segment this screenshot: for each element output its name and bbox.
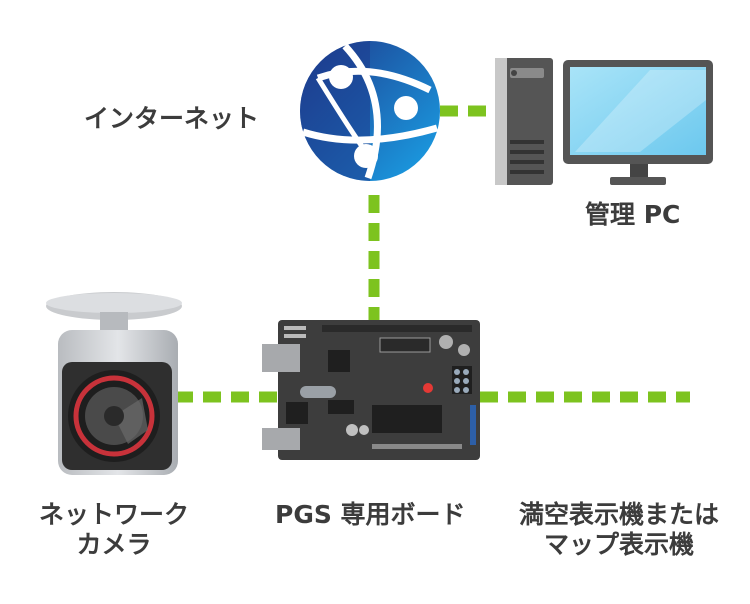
display-label-line2: マップ表示機	[543, 530, 694, 559]
globe-icon	[300, 41, 440, 181]
circuit-board-icon	[262, 320, 480, 460]
display-label-line1: 満空表示機または	[518, 500, 719, 529]
camera-label: ネットワーク カメラ	[34, 500, 194, 560]
board-label: PGS 専用ボード	[275, 500, 466, 529]
camera-label-line1: ネットワーク	[38, 500, 189, 529]
display-label: 満空表示機または マップ表示機	[504, 500, 734, 560]
camera-label-line2: カメラ	[76, 530, 152, 559]
pc-label: 管理 PC	[585, 200, 681, 229]
connector-lines	[175, 105, 690, 403]
security-camera-icon	[46, 292, 182, 475]
internet-label: インターネット	[84, 104, 260, 133]
desktop-pc-icon	[495, 58, 713, 185]
